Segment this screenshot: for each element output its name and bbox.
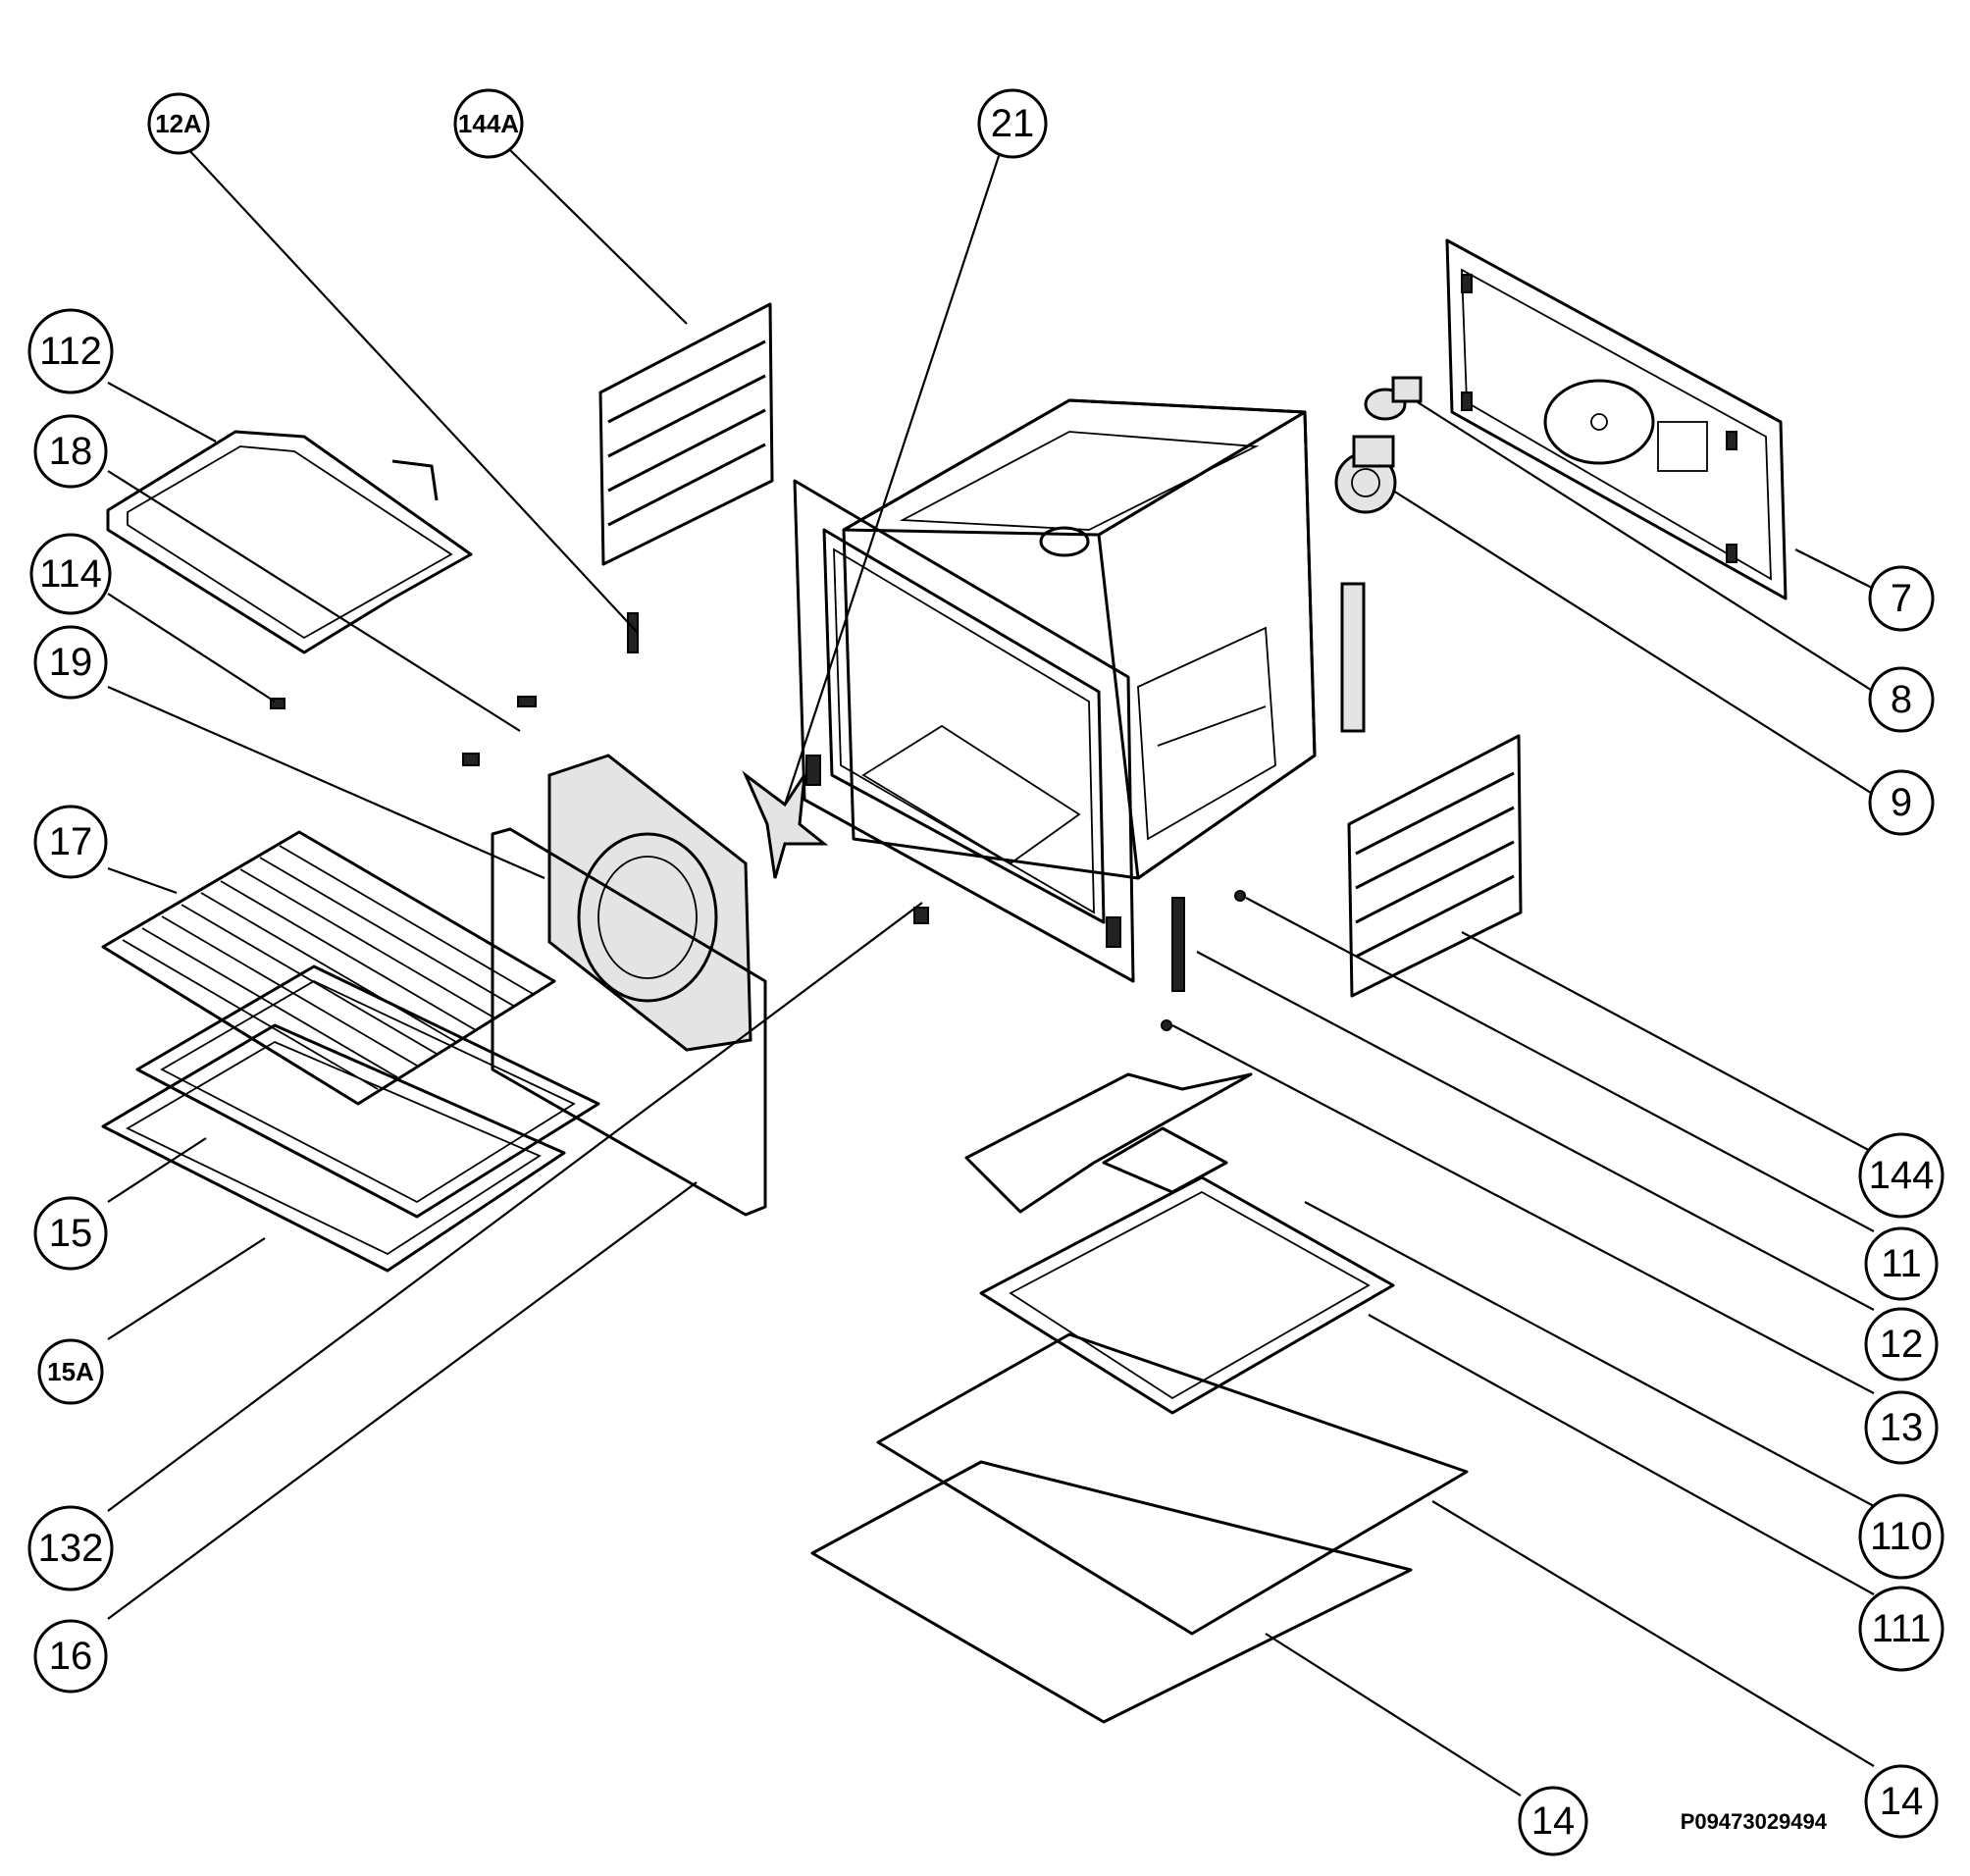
callout-112: 112	[27, 308, 114, 394]
svg-text:19: 19	[49, 641, 93, 684]
svg-text:14: 14	[1531, 1799, 1576, 1843]
callout-114: 114	[29, 533, 112, 615]
callout-14-lower: 14	[1518, 1786, 1588, 1856]
callout-7: 7	[1868, 565, 1935, 632]
baking-tray	[135, 964, 600, 1219]
svg-text:8: 8	[1891, 678, 1912, 721]
callout-14-right: 14	[1864, 1764, 1939, 1839]
callout-15A: 15A	[37, 1338, 104, 1405]
door-seal	[491, 827, 767, 1217]
bottom-liner-lower	[810, 1460, 1413, 1724]
bottom-panel	[979, 1175, 1395, 1415]
svg-text:18: 18	[49, 430, 93, 473]
svg-text:114: 114	[39, 552, 102, 596]
svg-text:17: 17	[49, 820, 93, 863]
callout-12: 12	[1864, 1307, 1939, 1381]
drawing-code: P09473029494	[1680, 1809, 1827, 1834]
callout-9: 9	[1868, 769, 1935, 836]
callout-18: 18	[33, 414, 108, 489]
callout-110: 110	[1858, 1493, 1944, 1580]
callout-13: 13	[1864, 1390, 1939, 1465]
callout-11: 11	[1864, 1226, 1939, 1301]
deep-tray	[101, 1023, 566, 1273]
callout-16: 16	[33, 1619, 108, 1694]
svg-text:132: 132	[38, 1527, 104, 1570]
side-shelf-support-left	[598, 302, 774, 566]
svg-text:11: 11	[1881, 1242, 1922, 1285]
svg-text:9: 9	[1891, 781, 1912, 824]
svg-text:12: 12	[1880, 1323, 1924, 1366]
leader-lines	[107, 146, 1875, 1797]
svg-text:144: 144	[1869, 1154, 1935, 1197]
callout-8: 8	[1868, 666, 1935, 733]
svg-text:12A: 12A	[155, 109, 202, 138]
fan-blade	[742, 770, 829, 879]
bottom-heating-element	[964, 1072, 1253, 1214]
callout-144: 144	[1858, 1132, 1944, 1219]
svg-text:15: 15	[49, 1212, 93, 1255]
callout-17: 17	[33, 805, 108, 879]
wire-shelf	[101, 830, 556, 1106]
svg-text:112: 112	[39, 330, 102, 373]
svg-text:14: 14	[1880, 1780, 1924, 1823]
callout-12A: 12A	[147, 92, 210, 155]
svg-text:110: 110	[1870, 1515, 1933, 1558]
bottom-liner-upper	[876, 1332, 1469, 1636]
svg-text:13: 13	[1880, 1406, 1924, 1449]
svg-text:15A: 15A	[47, 1357, 94, 1386]
svg-text:16: 16	[49, 1635, 93, 1678]
callout-21: 21	[977, 88, 1048, 159]
back-panel	[1445, 238, 1788, 600]
callout-19: 19	[33, 625, 108, 700]
svg-text:111: 111	[1872, 1607, 1932, 1650]
svg-text:7: 7	[1891, 577, 1912, 620]
fixing-clips	[270, 612, 1246, 1031]
oven-cavity	[793, 398, 1366, 983]
callout-111: 111	[1858, 1586, 1944, 1672]
fan-motor	[1334, 435, 1397, 514]
side-shelf-support-right	[1347, 734, 1523, 998]
svg-text:144A: 144A	[458, 109, 519, 138]
oven-lamp	[1364, 376, 1423, 421]
callout-15: 15	[33, 1196, 108, 1271]
grill-element	[106, 430, 473, 654]
callout-132: 132	[27, 1505, 114, 1591]
svg-text:21: 21	[991, 102, 1035, 145]
callout-144A: 144A	[453, 88, 524, 159]
fan-cover	[547, 754, 752, 1052]
